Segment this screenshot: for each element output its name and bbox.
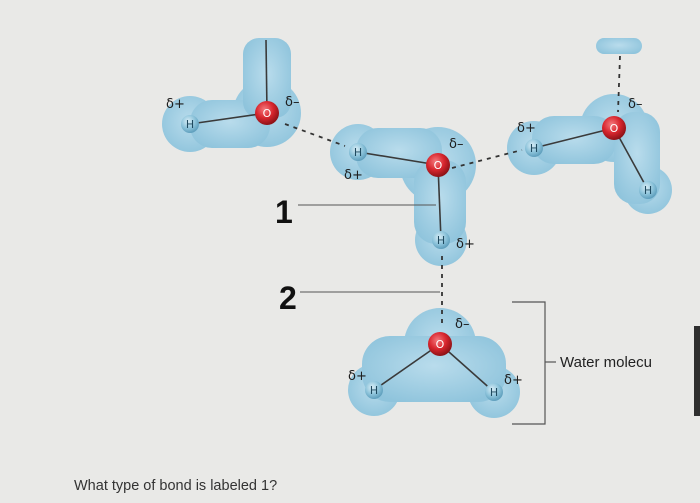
water-molecule-caption: Water molecu: [560, 354, 652, 371]
partial-negative-label: δ–: [455, 317, 469, 332]
hydrogen-label: H: [530, 142, 538, 155]
water-molecule-center: O H H δ+ δ– δ+: [330, 124, 476, 266]
partial-positive-label: δ+: [517, 121, 536, 136]
oxygen-atom: [255, 101, 279, 125]
hydrogen-label: H: [186, 118, 194, 131]
oxygen-atom: [428, 332, 452, 356]
partial-negative-label: δ–: [449, 137, 463, 152]
hydrogen-atom: [432, 231, 450, 249]
hydrogen-bond-line: [617, 55, 621, 113]
hydrogen-bond-line: [284, 123, 346, 147]
partial-negative-label: δ–: [628, 97, 642, 112]
oxygen-label: O: [610, 122, 619, 135]
hydrogen-atom: [525, 139, 543, 157]
hydrogen-atom: [485, 383, 503, 401]
partial-positive-label: δ+: [166, 97, 185, 112]
hydrogen-atom: [181, 115, 199, 133]
oxygen-label: O: [263, 107, 272, 120]
oxygen-label: O: [436, 338, 445, 351]
hydrogen-label: H: [370, 384, 378, 397]
partial-positive-label: δ+: [344, 168, 363, 183]
water-molecule-top-left: O H δ+ δ–: [162, 38, 301, 152]
partial-positive-label: δ+: [348, 369, 367, 384]
oxygen-atom: [426, 153, 450, 177]
edge-scroll-handle: [694, 326, 700, 416]
hydrogen-label: H: [644, 184, 652, 197]
hydrogen-label: H: [490, 386, 498, 399]
hydrogen-label: H: [354, 146, 362, 159]
water-molecule-bottom: O H H δ+ δ– δ+: [348, 308, 523, 418]
water-molecule-right: O H H δ+ δ–: [507, 38, 672, 214]
hydrogen-bond-lines: [284, 55, 621, 326]
hydrogen-atom: [349, 143, 367, 161]
oxygen-atom: [602, 116, 626, 140]
hydrogen-bond-line: [451, 149, 523, 169]
label-number-2: 2: [279, 280, 297, 316]
partial-positive-label: δ+: [456, 237, 475, 252]
hydrogen-label: H: [437, 234, 445, 247]
label-number-1: 1: [275, 194, 293, 230]
hydrogen-atom: [365, 381, 383, 399]
hydrogen-atom: [639, 181, 657, 199]
oxygen-label: O: [434, 159, 443, 172]
partial-negative-label: δ–: [285, 95, 299, 110]
molecule-bracket: [512, 301, 546, 425]
partial-positive-label: δ+: [504, 373, 523, 388]
question-text: What type of bond is labeled 1?: [74, 478, 278, 494]
